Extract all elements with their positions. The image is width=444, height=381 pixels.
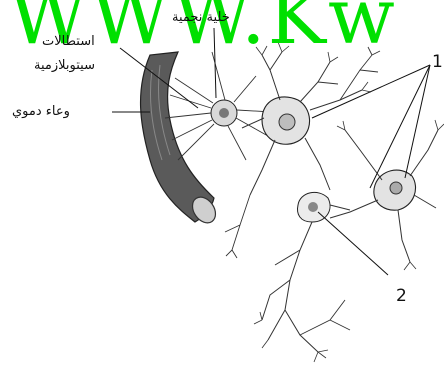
label-processes-line2: سيتوبلازمية <box>34 58 95 73</box>
marker-1: 1 <box>432 52 443 72</box>
label-astrocyte: خلية نجمية <box>172 10 230 25</box>
small-glial-cell <box>254 192 350 362</box>
neuron-2 <box>330 120 444 270</box>
label-blood-vessel: وعاء دموي <box>12 104 70 119</box>
blood-vessel <box>141 52 221 227</box>
marker-2: 2 <box>396 286 407 306</box>
astrocyte-cell <box>165 52 272 160</box>
dendrite-branches <box>225 47 380 258</box>
neuron-1 <box>242 42 371 195</box>
label-processes-line1: استطالات <box>42 34 95 49</box>
